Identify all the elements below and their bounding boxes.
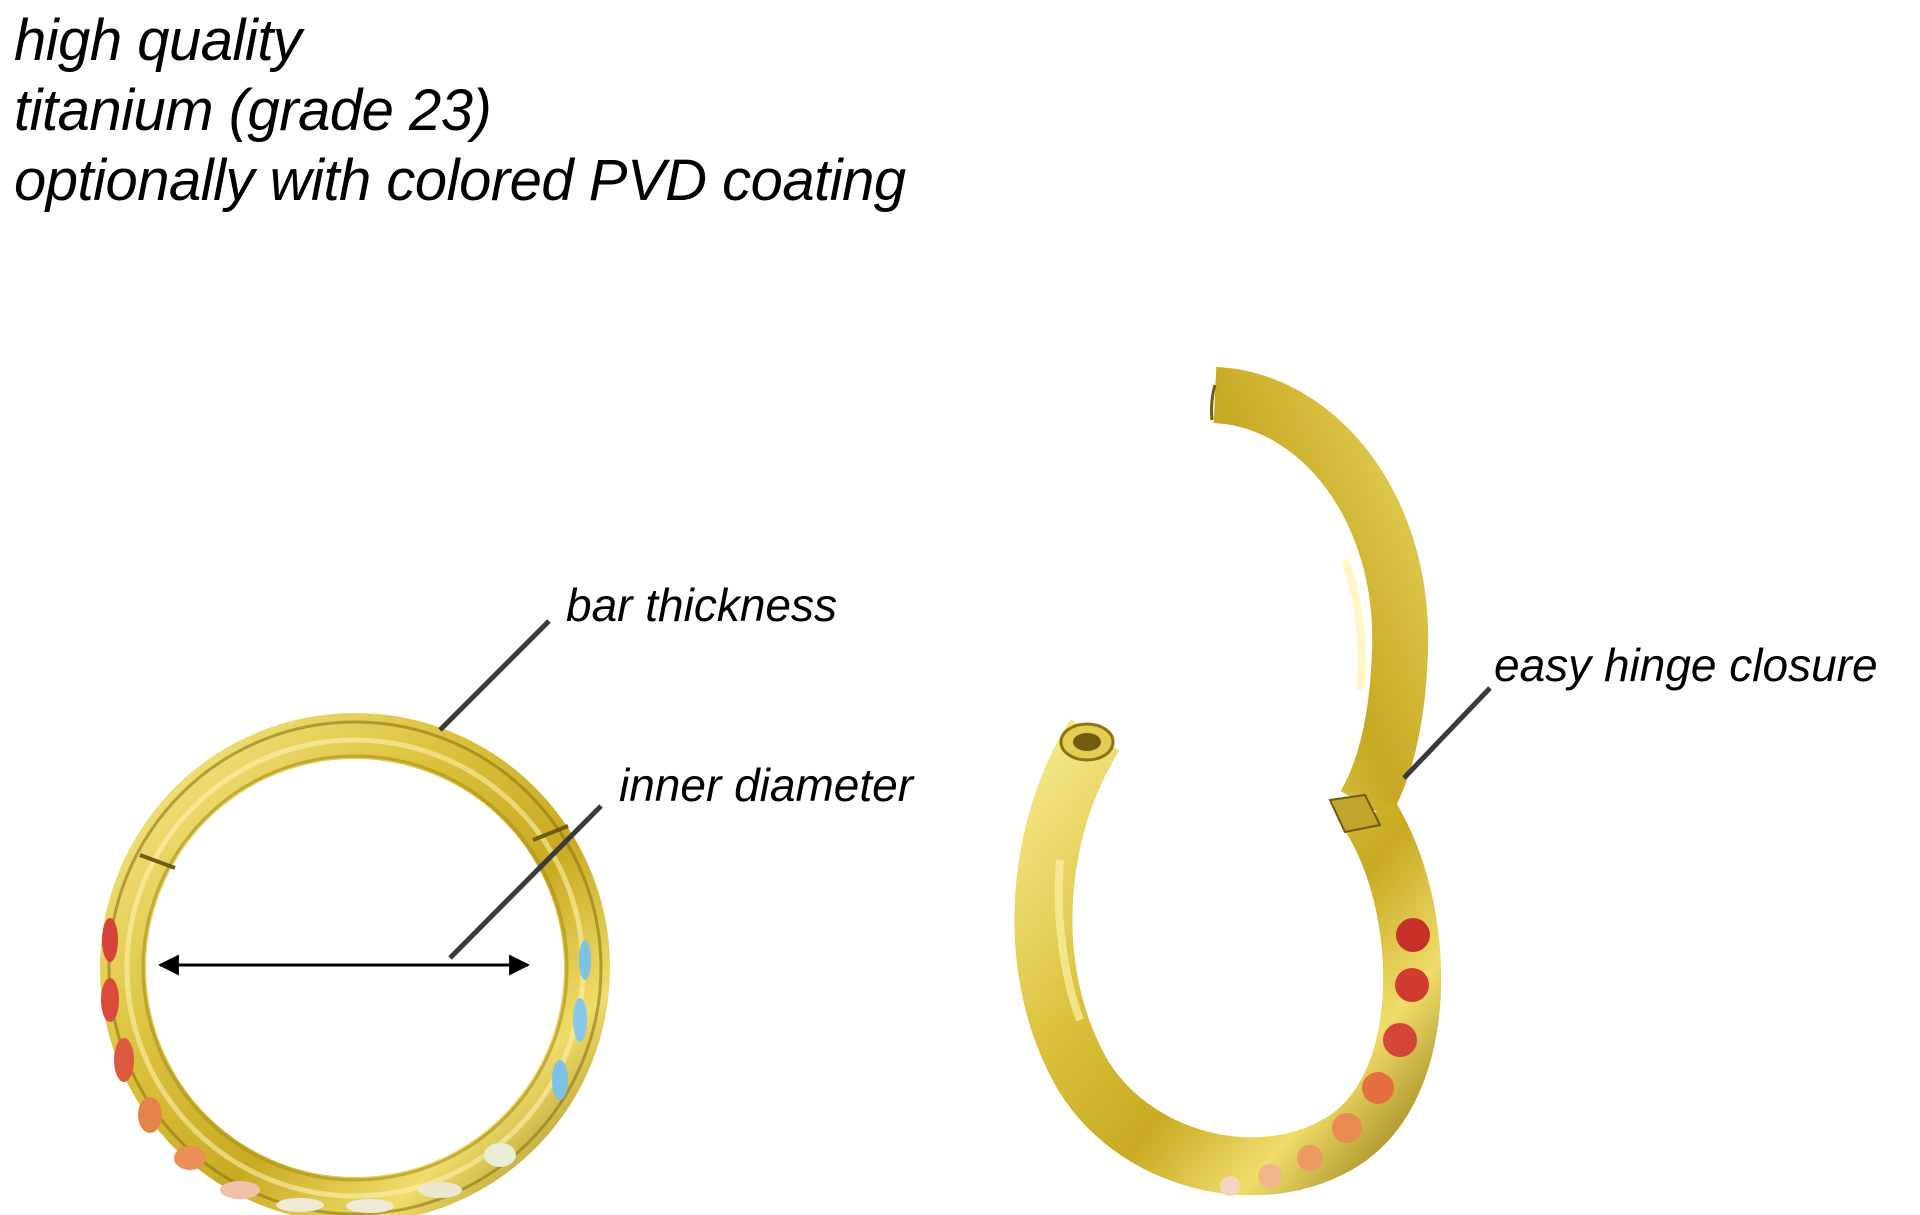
bar-thickness-label: bar thickness: [566, 579, 838, 631]
headline-line-1: high quality: [14, 8, 302, 73]
open-hinge-ring-illustration: [1014, 367, 1442, 1196]
headline-line-3: optionally with colored PVD coating: [14, 148, 906, 213]
inner-diameter-leader-line: [448, 804, 603, 960]
headline-line-2: titanium (grade 23): [14, 78, 492, 143]
gem-row: [101, 918, 591, 1213]
closed-ring-illustration: [100, 713, 610, 1215]
gem-row: [1220, 918, 1430, 1196]
inner-diameter-label: inner diameter: [619, 759, 914, 811]
hinge-closure-label: easy hinge closure: [1494, 639, 1878, 691]
bar-thickness-leader-line: [438, 619, 551, 732]
hinge-closure-leader-line: [1402, 686, 1492, 780]
